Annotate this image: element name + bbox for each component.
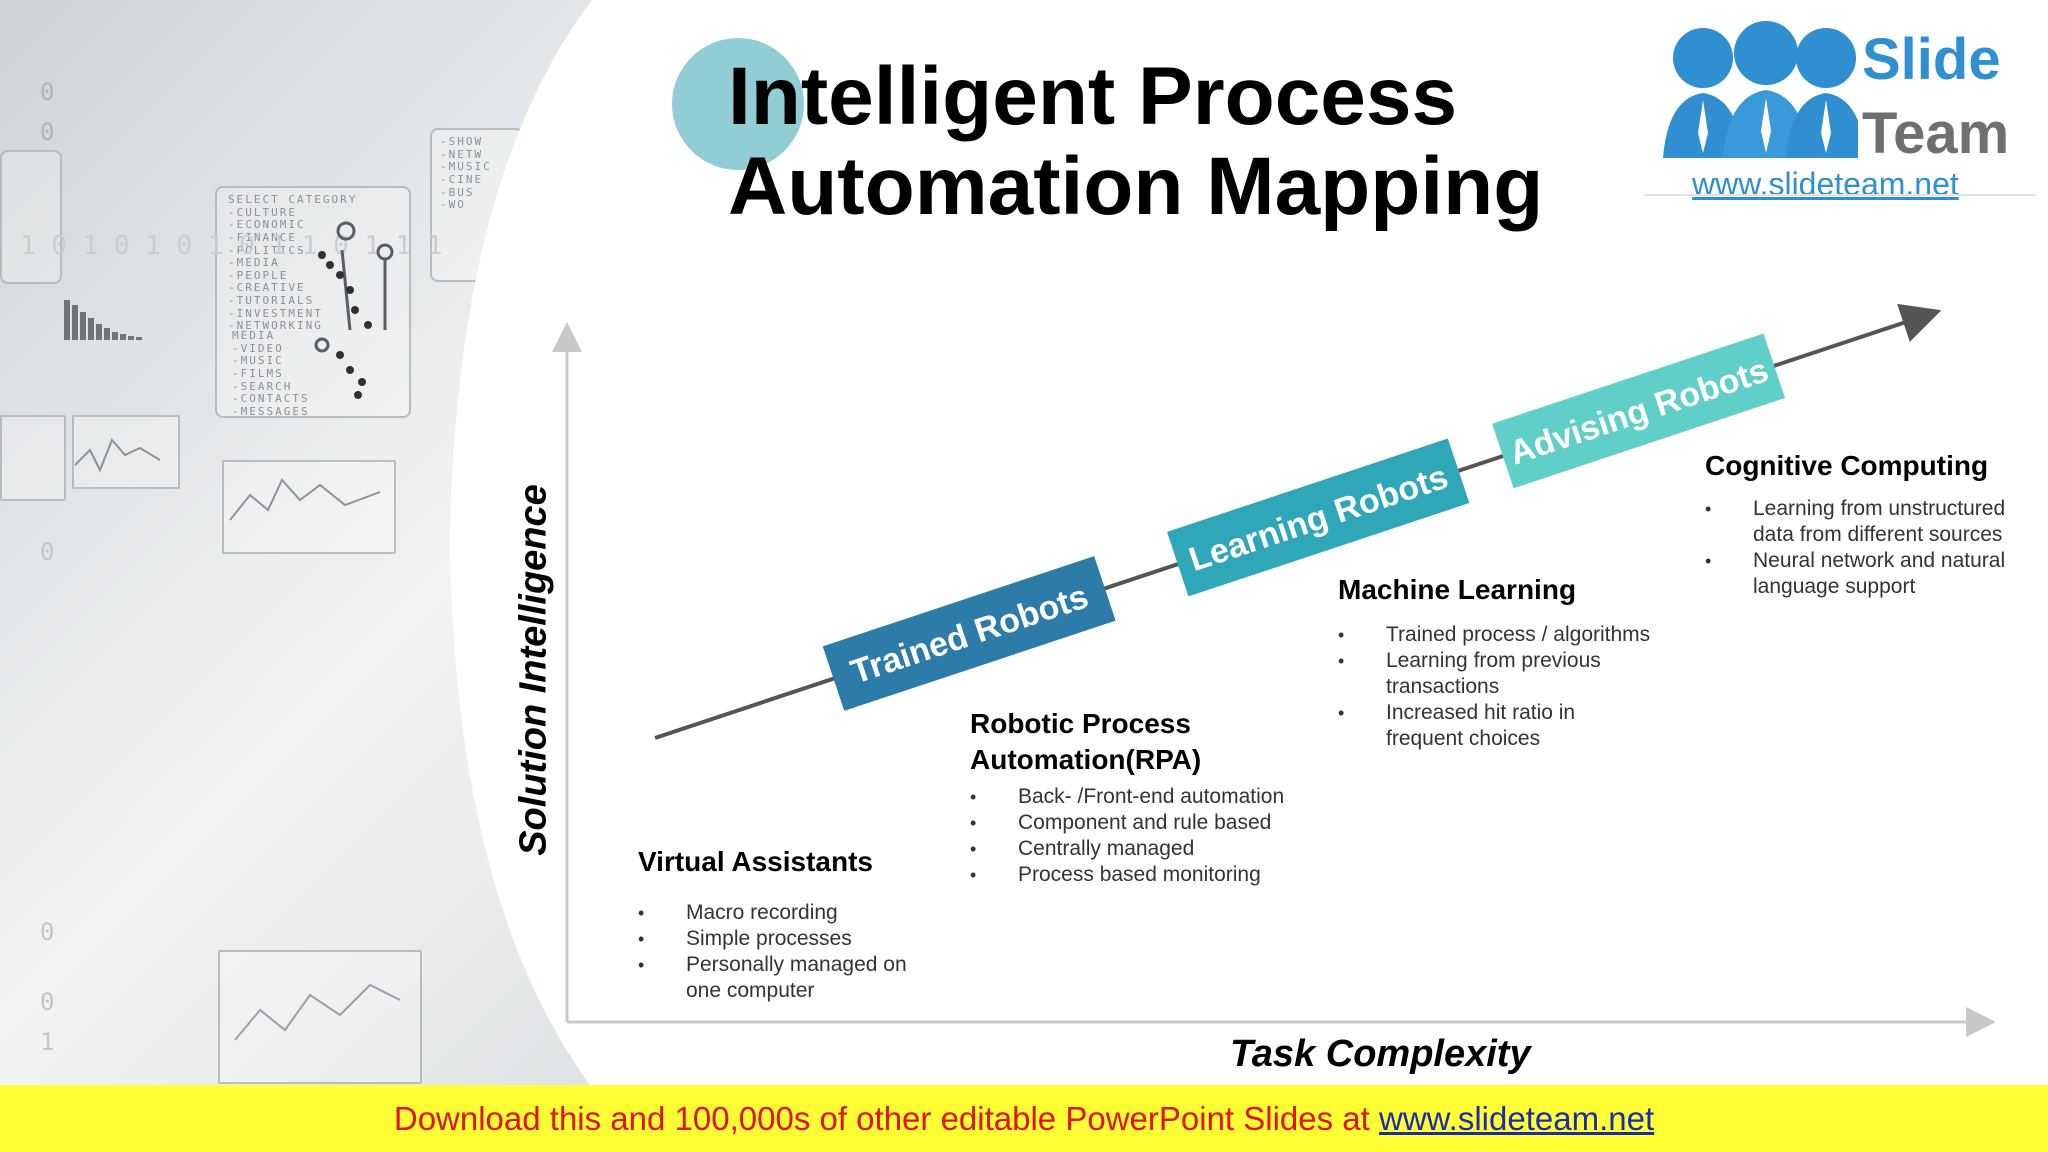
svg-text:0: 0	[40, 78, 54, 106]
slideteam-logo: Slide Team www.slideteam.net	[1640, 8, 2040, 202]
x-axis-label: Task Complexity	[1230, 1033, 1531, 1075]
category-panel	[215, 186, 411, 418]
stage-item-list: Back- /Front-end automation Component an…	[970, 784, 1310, 888]
media-menu-text: MEDIA -VIDEO -MUSIC -FILMS -SEARCH -CONT…	[232, 329, 310, 418]
robot-band: Trained Robots	[822, 556, 1116, 711]
logo-team-text: Team	[1862, 101, 2010, 166]
stage-rpa: Robotic Process Automation(RPA) Back- /F…	[970, 706, 1310, 888]
robot-band-shape	[1492, 333, 1785, 489]
stage-item: Learning from unstructured data from dif…	[1705, 496, 2023, 548]
svg-text:0: 0	[40, 988, 54, 1016]
mini-chart-4	[218, 950, 422, 1084]
stage-machine-learning: Machine Learning Trained process / algor…	[1338, 572, 1678, 752]
stage-item: Macro recording	[638, 900, 958, 926]
logo-slide-text: Slide	[1862, 27, 2001, 92]
stage-item-list: Trained process / algorithms Learning fr…	[1338, 622, 1678, 752]
mini-chart-1	[72, 415, 180, 489]
logo-url-link[interactable]: www.slideteam.net	[1692, 166, 1959, 202]
stage-item: Trained process / algorithms	[1338, 622, 1678, 648]
svg-text:0: 0	[40, 918, 54, 946]
stage-heading: Machine Learning	[1338, 574, 1577, 605]
stage-item: Back- /Front-end automation	[970, 784, 1310, 810]
footer-text: Download this and 100,000s of other edit…	[393, 1100, 1379, 1137]
footer-banner: Download this and 100,000s of other edit…	[0, 1085, 2048, 1152]
stage-heading: Robotic Process Automation(RPA)	[970, 708, 1202, 775]
robot-band-shape	[822, 556, 1116, 711]
stage-heading: Virtual Assistants	[638, 846, 873, 877]
y-axis-label-text: Solution Intelligence	[512, 484, 555, 856]
svg-text:0: 0	[40, 538, 54, 566]
footer-link[interactable]: www.slideteam.net	[1379, 1100, 1655, 1137]
stage-item: Component and rule based	[970, 810, 1310, 836]
category-menu-text: SELECT CATEGORY -CULTURE -ECONOMIC -FINA…	[228, 193, 358, 333]
page-title: Intelligent Process Automation Mapping	[728, 52, 1628, 232]
mini-chart-2	[0, 415, 66, 501]
left-panel	[0, 150, 62, 284]
stage-item: Neural network and natural language supp…	[1705, 548, 2023, 600]
people-icon	[1663, 21, 1858, 158]
binary-row: 1 0 1 0 1 0 1 0 1 1 0 1 1 1	[20, 231, 443, 261]
show-menu-text: -SHOW -NETW -MUSIC -CINE -BUS -WO	[440, 135, 492, 212]
svg-text:1: 1	[40, 1028, 54, 1056]
stage-item: Personally managed on one computer	[638, 952, 916, 1004]
stage-cognitive-computing: Cognitive Computing Learning from unstru…	[1705, 448, 2025, 600]
stage-item: Simple processes	[638, 926, 958, 952]
logo-divider	[1644, 194, 2036, 196]
stage-heading: Cognitive Computing	[1705, 450, 1989, 481]
title-line-1: Intelligent Process	[728, 51, 1458, 142]
stage-item: Increased hit ratio in frequent choices	[1338, 700, 1626, 752]
stage-item-list: Macro recording Simple processes Persona…	[638, 900, 958, 1004]
title-line-2: Automation Mapping	[728, 141, 1544, 232]
title-accent-circle	[672, 38, 804, 170]
svg-text:0: 0	[40, 118, 54, 146]
mini-chart-3	[222, 460, 396, 554]
stage-item-list: Learning from unstructured data from dif…	[1705, 496, 2025, 600]
tech-decor-svg: 0 0 0 0 0 1	[0, 0, 620, 1085]
stage-item: Centrally managed	[970, 836, 1310, 862]
stage-item: Learning from previous transactions	[1338, 648, 1626, 700]
stage-item: Process based monitoring	[970, 862, 1310, 888]
robot-band-shape	[1167, 438, 1470, 597]
stage-virtual-assistants: Virtual Assistants Macro recording Simpl…	[638, 844, 958, 1004]
